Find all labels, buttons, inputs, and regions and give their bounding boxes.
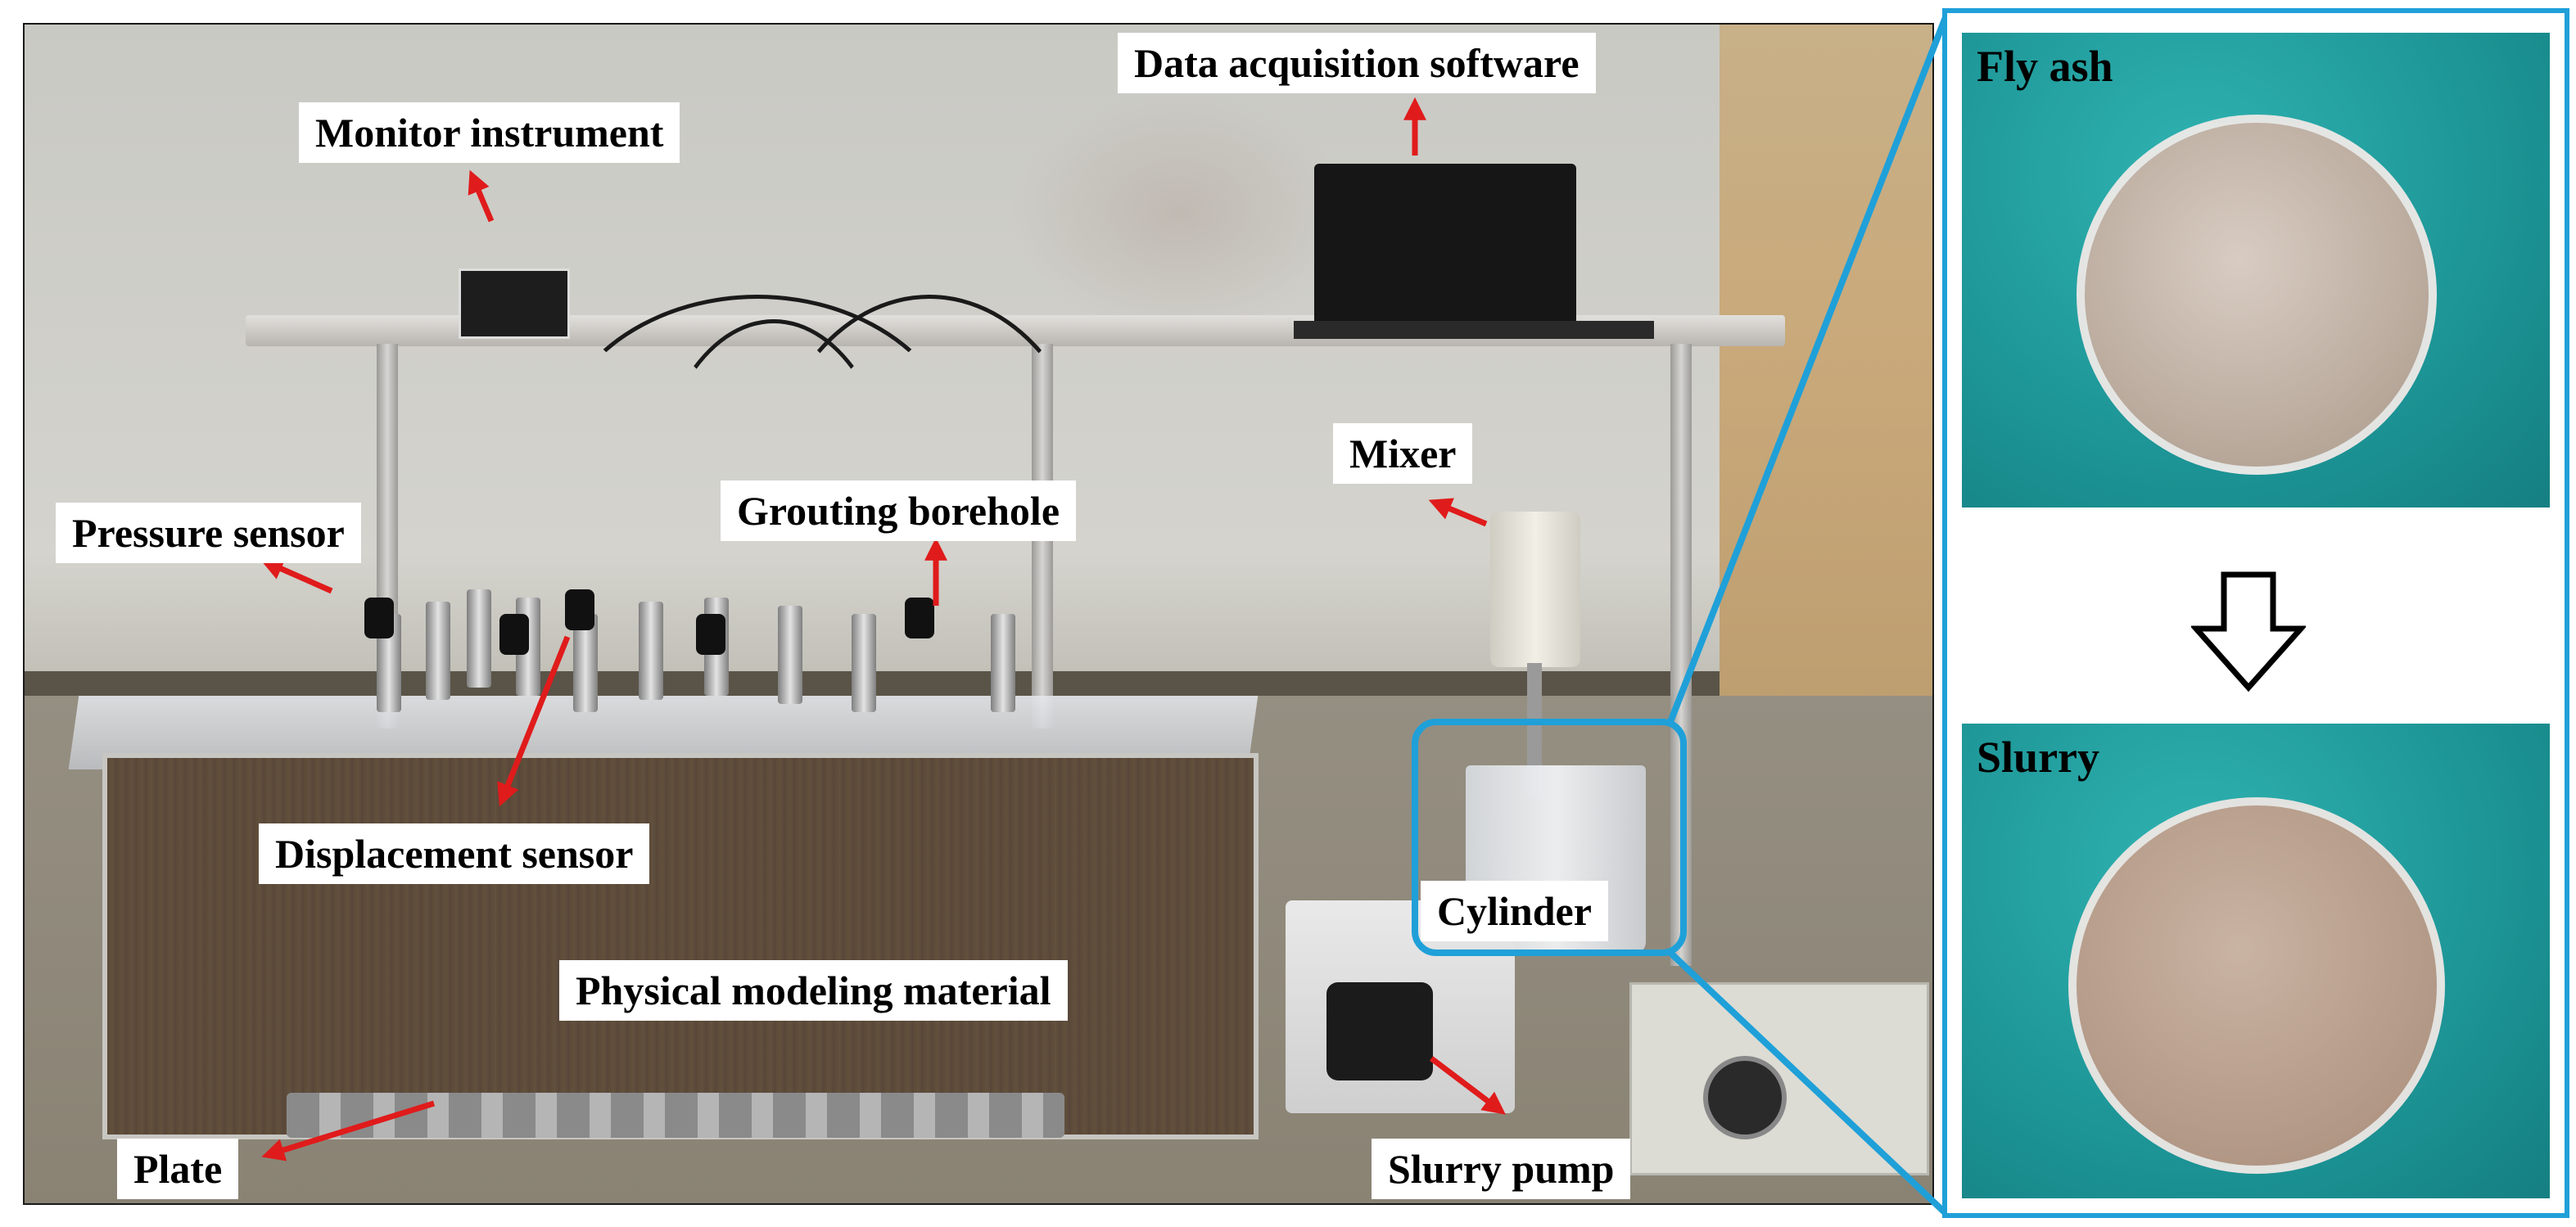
displacement-sensor-rod <box>852 614 876 712</box>
slurry-title: Slurry <box>1977 733 2100 782</box>
pressure-sensor-head <box>696 614 725 655</box>
fly-ash-sample-photo: Fly ash <box>1962 33 2550 507</box>
label-mixer: Mixer <box>1333 423 1473 484</box>
table-leg <box>1670 344 1692 966</box>
grouting-borehole-cap <box>905 598 934 638</box>
label-grouting-borehole: Grouting borehole <box>721 480 1077 541</box>
displacement-sensor-rod <box>467 589 491 688</box>
laptop <box>1314 164 1576 336</box>
pressure-sensor-head <box>565 589 594 630</box>
material-panel: Fly ash Slurry <box>1942 8 2569 1218</box>
slurry-dish <box>2068 797 2445 1174</box>
label-slurry-pump: Slurry pump <box>1372 1139 1631 1199</box>
plate <box>287 1093 1064 1138</box>
label-physical-modeling-material: Physical modeling material <box>559 960 1068 1021</box>
pressure-sensor-head <box>499 614 529 655</box>
displacement-sensor-rod <box>573 614 598 712</box>
experiment-photo <box>23 23 1934 1205</box>
displacement-sensor-rod <box>991 614 1015 712</box>
model-tank <box>102 753 1259 1139</box>
fly-ash-title: Fly ash <box>1977 42 2113 91</box>
control-knob <box>1703 1056 1787 1139</box>
pressure-sensor-head <box>364 598 394 638</box>
label-displacement-sensor: Displacement sensor <box>259 823 650 884</box>
label-plate: Plate <box>117 1139 239 1199</box>
pump-head <box>1326 982 1433 1080</box>
label-pressure-sensor: Pressure sensor <box>56 503 361 563</box>
displacement-sensor-rod <box>426 602 450 700</box>
label-cylinder: Cylinder <box>1421 881 1608 941</box>
label-data-acquisition-software: Data acquisition software <box>1118 33 1596 93</box>
displacement-sensor-rod <box>778 606 802 704</box>
mixer-device <box>1490 512 1580 667</box>
slurry-sample-photo: Slurry <box>1962 724 2550 1198</box>
sensor-cable <box>549 295 966 630</box>
fly-ash-dish <box>2077 115 2437 475</box>
wall-stain <box>1007 90 1351 336</box>
sensor-cable <box>762 295 1097 729</box>
sensor-cable <box>647 319 901 737</box>
down-arrow-icon <box>2191 571 2306 692</box>
laptop-base <box>1294 321 1654 339</box>
label-monitor-instrument: Monitor instrument <box>299 102 680 163</box>
monitor-instrument-device <box>459 268 570 339</box>
displacement-sensor-rod <box>639 602 663 700</box>
